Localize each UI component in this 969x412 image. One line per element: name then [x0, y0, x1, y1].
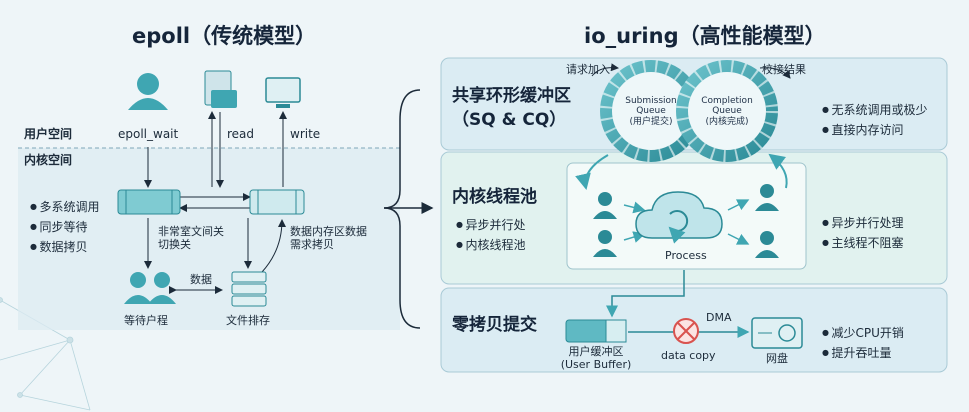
- dma-label: DMA: [706, 311, 732, 324]
- zerocopy-bullet-list: 减少CPU开销 提升吞吐量: [822, 323, 904, 363]
- zerocopy-bullet: 减少CPU开销: [822, 323, 904, 343]
- epoll-bullet: 多系统调用: [30, 197, 100, 217]
- process-label: Process: [665, 249, 707, 262]
- zerocopy-section-label: 零拷贝提交: [452, 315, 537, 335]
- completion-queue-label: Completion Queue (内核完成): [701, 96, 753, 127]
- waiting-process-label: 等待户程: [124, 314, 168, 327]
- no-copy-icon: [673, 318, 699, 344]
- io-uring-title: io_uring（高性能模型）: [584, 24, 826, 48]
- network-disk-label: 网盘: [766, 352, 788, 365]
- copy-up-arrow: [261, 219, 286, 273]
- pool-to-ring-arrow: [768, 153, 788, 189]
- epoll-bullet-list: 多系统调用 同步等待 数据拷贝: [30, 197, 100, 257]
- worker-thread-icon: [593, 184, 779, 258]
- read-label: read: [227, 127, 255, 141]
- epoll-wait-label: epoll_wait: [118, 127, 179, 141]
- user-buffer-icon: [565, 319, 627, 343]
- monitor-icon: [265, 77, 301, 108]
- epoll-bullet: 数据拷贝: [30, 237, 100, 257]
- process-to-buffer-arrow: [606, 270, 685, 318]
- pool-inner-bullet: 异步并行处: [456, 215, 526, 235]
- waiting-users-icon: [124, 272, 176, 304]
- data-copy-label: data copy: [661, 349, 716, 362]
- epoll-title: epoll（传统模型）: [132, 24, 317, 48]
- pool-bullet: 异步并行处理: [822, 213, 904, 233]
- kernel-buffer-left: [117, 189, 181, 215]
- data-label: 数据: [190, 273, 212, 286]
- pool-bullet-list: 异步并行处理 主线程不阻塞: [822, 213, 904, 253]
- user-buffer-label: 用户缓冲区 (User Buffer): [560, 345, 632, 371]
- completion-queue-ring: [676, 60, 778, 162]
- epoll-bullet: 同步等待: [30, 217, 100, 237]
- fetch-arrow: [759, 67, 791, 79]
- user-person-icon: [128, 73, 168, 110]
- submission-queue-label: Submission Queue (用户提交): [625, 96, 677, 127]
- network-disk-icon: [751, 317, 803, 349]
- zerocopy-bullet: 提升吞吐量: [822, 343, 904, 363]
- pool-bullet: 主线程不阻塞: [822, 233, 904, 253]
- ring-section-label: 共享环形缓冲区 （SQ & CQ）: [452, 86, 571, 130]
- storage-server-icon: [231, 271, 267, 307]
- file-folder-icon: [204, 70, 237, 108]
- pool-inner-bullet: 内核线程池: [456, 235, 526, 255]
- ring-bullet: 无系统调用或极少: [822, 100, 928, 120]
- pool-section-label: 内核线程池: [452, 187, 537, 207]
- request-arrow: [591, 63, 619, 77]
- pool-inner-bullet-list: 异步并行处 内核线程池: [456, 215, 526, 255]
- user-space-label: 用户空间: [24, 127, 73, 141]
- ring-bullet: 直接内存访问: [822, 120, 928, 140]
- file-storage-label: 文件排存: [226, 314, 270, 327]
- request-label: 请求加入: [566, 63, 610, 76]
- context-switch-label: 非常室文间关 切换关: [158, 225, 224, 251]
- decorative-network: [0, 297, 91, 411]
- memory-copy-label: 数据内存区数据 需求拷贝: [290, 225, 367, 251]
- ring-bullet-list: 无系统调用或极少 直接内存访问: [822, 100, 928, 140]
- kernel-space-label: 内核空间: [24, 153, 73, 167]
- ring-to-pool-arrow: [575, 154, 609, 190]
- kernel-buffer-right: [249, 189, 305, 215]
- fetch-result-label: 校接结果: [762, 63, 806, 76]
- cloud-process-icon: [635, 191, 723, 244]
- write-label: write: [290, 127, 321, 141]
